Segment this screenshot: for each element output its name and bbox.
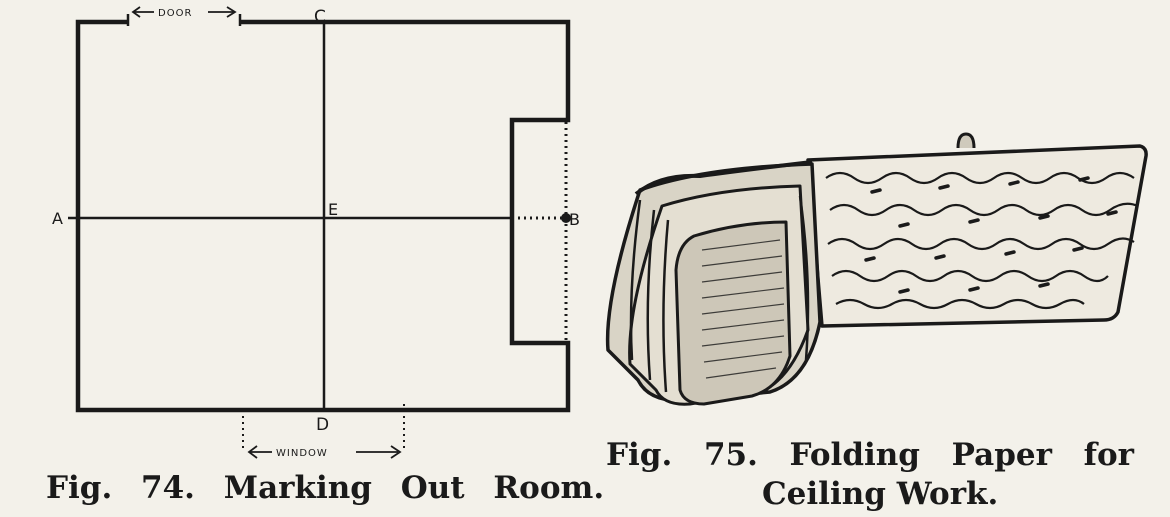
fold-edge-right (798, 195, 810, 361)
fig75-caption-line2: Ceiling Work. (762, 476, 999, 512)
label-a: A (52, 209, 63, 228)
fig75-caption-word: Fig. (606, 437, 673, 473)
door-arrow-right (226, 6, 237, 18)
label-e: E (328, 200, 338, 219)
fold-hatching (701, 239, 785, 379)
fold-top-curl (634, 160, 813, 196)
paper-tab (956, 132, 976, 149)
label-d: D (316, 415, 329, 435)
fig75-caption-word: Folding (789, 437, 920, 473)
door-label: DOOR (158, 8, 192, 19)
fig75-caption-line1: Fig. 75. Folding Paper for (606, 437, 1134, 473)
fig75-caption-word: 75. (703, 437, 758, 473)
folded-paper-illustration (605, 132, 1148, 406)
room-plan-diagram (68, 6, 571, 459)
fig75-caption-word: Paper (951, 437, 1052, 473)
window-arrow-left (247, 445, 258, 459)
paper-strip (806, 144, 1148, 328)
fold-edge-3 (662, 219, 670, 393)
fig75-caption-word: for (1083, 437, 1134, 473)
fold-edge-2 (646, 209, 656, 381)
fold-edge-1 (629, 199, 642, 361)
window-label: WINDOW (276, 448, 328, 459)
fig74-caption: Fig. 74. Marking Out Room. (46, 470, 605, 506)
door-arrow-left (131, 6, 141, 18)
window-arrow-right (390, 445, 402, 459)
label-b: B (569, 210, 580, 229)
label-c: C (314, 7, 326, 27)
fold-layer-front (674, 220, 792, 406)
room-outline (75, 19, 571, 413)
point-b-dot (561, 213, 571, 223)
paper-dashes (864, 176, 1118, 294)
